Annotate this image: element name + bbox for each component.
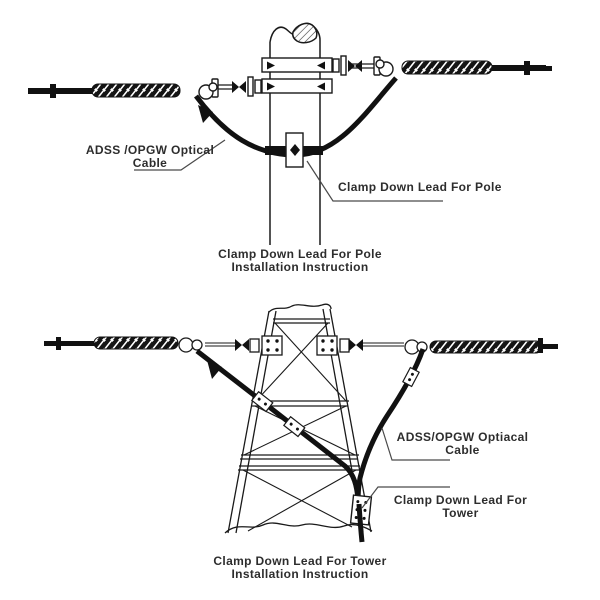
left-helical-wrap (91, 83, 181, 98)
pole-diagram-drawing (28, 22, 552, 245)
clamp-label-leader (306, 160, 443, 202)
tower-clamp-label: Clamp Down Lead For Tower (388, 494, 533, 519)
cable-direction-arrow (207, 360, 222, 379)
lead-clamp-fitting (250, 390, 274, 413)
cable-direction-arrow (198, 105, 213, 123)
tower-cable-label-line2: Cable (445, 442, 480, 457)
pole-cable-label-line1: ADSS /OPGW Optical (85, 143, 215, 157)
pole-cable-label-line2: Cable (132, 155, 168, 170)
right-span-cable (401, 60, 552, 75)
left-span-cable (44, 336, 179, 350)
pole-caption-line1: Clamp Down Lead For Pole (218, 247, 382, 261)
lead-clamp-fitting (402, 366, 420, 388)
left-helical-wrap (93, 336, 179, 350)
right-span-cable (429, 338, 558, 354)
tower-caption-line2: Installation Instruction (231, 566, 369, 581)
tower-clamp-label-line1: Clamp Down Lead For (393, 493, 528, 507)
clamp-label-leader (361, 486, 450, 509)
tower-attachment-hardware (178, 335, 428, 356)
tower-caption-line1: Clamp Down Lead For Tower (213, 554, 387, 568)
pole-clamp-label: Clamp Down Lead For Pole (338, 181, 523, 194)
tower-break-line (224, 522, 373, 534)
left-span-cable (28, 83, 181, 98)
tower-clamp-label-line2: Tower (442, 505, 479, 520)
tower-clamp-fitting (349, 494, 373, 543)
pole-clamp-fitting (265, 132, 323, 168)
pole-cable-label: ADSS /OPGW Optical Cable (84, 144, 216, 169)
tower-diagram-drawing (44, 303, 558, 543)
cable-label-leader (381, 427, 450, 461)
tower-caption: Clamp Down Lead For Tower Installation I… (172, 555, 428, 580)
tower-cable-label: ADSS/OPGW Optiacal Cable (390, 431, 535, 456)
right-clamp-down-lead (355, 348, 426, 505)
tower-leader-lines (361, 427, 450, 509)
pole-brackets (198, 55, 394, 100)
cable-label-leader (134, 139, 226, 171)
left-clamp-down-lead (195, 349, 361, 501)
pole-leader-lines (134, 139, 443, 202)
tower-cable-label-line1: ADSS/OPGW Optiacal (396, 430, 529, 444)
right-helical-wrap (429, 340, 543, 354)
pole-caption-line2: Installation Instruction (231, 259, 369, 274)
lead-clamp-fitting (282, 415, 306, 438)
lattice-tower (224, 303, 373, 534)
utility-pole (269, 22, 321, 245)
right-helical-wrap (401, 60, 493, 75)
pole-caption: Clamp Down Lead For Pole Installation In… (183, 248, 417, 273)
pole-clamp-label-text: Clamp Down Lead For Pole (338, 180, 502, 194)
